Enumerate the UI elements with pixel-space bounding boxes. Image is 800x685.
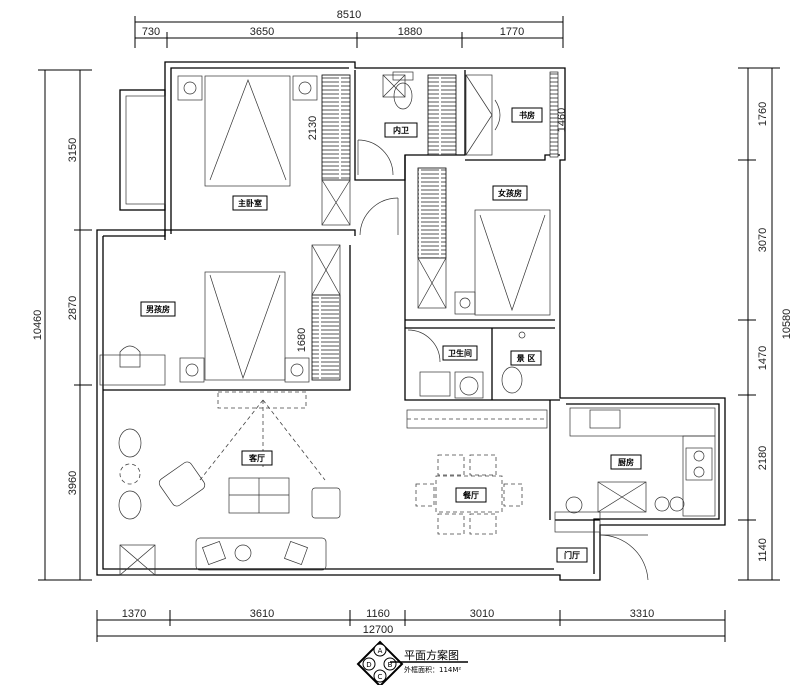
room-label-kitchen: 厨房	[610, 454, 642, 470]
exterior-walls	[96, 61, 726, 581]
dim-left-1: 3150	[67, 138, 79, 162]
compass-symbol: A B C D	[356, 640, 404, 685]
wardrobe-master	[321, 74, 351, 181]
room-label-dining-room: 餐厅	[455, 487, 487, 503]
room-label-bathroom: 卫生间	[442, 345, 478, 361]
svg-text:B: B	[388, 661, 393, 669]
dim-top-4: 1770	[500, 26, 524, 38]
svg-text:客厅: 客厅	[248, 453, 265, 463]
study-desk	[465, 71, 559, 158]
room-label-master-bedroom: 主卧室	[232, 195, 268, 211]
dim-bottom-4: 3010	[470, 608, 494, 620]
dim-inner-1680: 1680	[296, 328, 308, 352]
bed-master	[177, 75, 318, 187]
room-label-girl-room: 女孩房	[492, 185, 528, 201]
room-label-foyer: 门厅	[556, 547, 588, 563]
svg-text:门厅: 门厅	[564, 550, 580, 560]
bed-girl	[454, 209, 551, 316]
dim-inner-2130: 2130	[307, 116, 319, 140]
room-label-study: 书房	[511, 107, 543, 123]
dim-right-2: 3070	[757, 228, 769, 252]
bathroom-fixtures	[419, 331, 526, 399]
dim-right-3: 1470	[757, 346, 769, 370]
svg-text:D: D	[366, 661, 371, 669]
svg-text:卫生间: 卫生间	[448, 348, 472, 358]
toilet-ensuite	[392, 71, 414, 110]
plan-area: 外框面积：114M²	[404, 665, 461, 674]
svg-text:厨房: 厨房	[618, 457, 634, 467]
dim-top-3: 1880	[398, 26, 422, 38]
svg-text:内卫: 内卫	[393, 125, 409, 135]
dim-left-3: 3960	[67, 471, 79, 495]
plan-title: 平面方案图	[404, 648, 459, 662]
wardrobe-bath	[427, 74, 457, 156]
svg-text:C: C	[378, 673, 383, 681]
kitchen-fixtures	[554, 407, 716, 533]
dimension-left: 10460 3150 2870 3960	[32, 69, 92, 581]
dimension-top: 8510 730 3650 1880 1770	[134, 9, 564, 48]
dim-bottom-1: 1370	[122, 608, 146, 620]
svg-text:主卧室: 主卧室	[238, 198, 262, 208]
dim-right-total: 10580	[781, 309, 793, 340]
dim-bottom-3: 1160	[366, 608, 390, 620]
dim-bottom-total: 12700	[363, 624, 394, 636]
dim-inner-1460: 1460	[556, 108, 568, 132]
doors	[357, 139, 649, 581]
room-label-living-room: 客厅	[241, 450, 273, 466]
cabinet-boxes	[311, 74, 447, 309]
interior-walls	[103, 70, 600, 521]
dim-top-total: 8510	[337, 9, 361, 21]
dim-top-2: 3650	[250, 26, 274, 38]
svg-text:景 区: 景 区	[517, 353, 536, 363]
living-furniture	[118, 391, 341, 576]
room-label-ensuite-bath: 内卫	[384, 122, 418, 138]
room-label-laundry: 景 区	[510, 350, 542, 366]
storage-cabinet	[406, 409, 548, 429]
svg-text:女孩房: 女孩房	[498, 188, 522, 198]
dining-table	[415, 454, 523, 535]
svg-text:男孩房: 男孩房	[146, 304, 170, 314]
dim-top-1: 730	[142, 26, 160, 38]
dim-left-2: 2870	[67, 296, 79, 320]
balcony	[119, 89, 166, 211]
dimension-right: 1760 3070 1470 2180 1140 10580	[738, 67, 793, 581]
svg-text:A: A	[378, 647, 383, 655]
dim-right-1: 1760	[757, 102, 769, 126]
bed-boy	[99, 271, 310, 386]
dim-bottom-2: 3610	[250, 608, 274, 620]
dim-right-4: 2180	[757, 446, 769, 470]
wardrobe-girl	[417, 167, 447, 259]
room-label-boy-room: 男孩房	[140, 301, 176, 317]
svg-text:餐厅: 餐厅	[462, 490, 479, 500]
dim-right-5: 1140	[757, 538, 769, 562]
dim-left-total: 10460	[32, 310, 44, 341]
dimension-bottom: 1370 3610 1160 3010 3310 12700	[96, 608, 726, 642]
svg-text:书房: 书房	[519, 110, 535, 120]
wardrobe-boy	[311, 294, 341, 381]
dim-bottom-5: 3310	[630, 608, 654, 620]
